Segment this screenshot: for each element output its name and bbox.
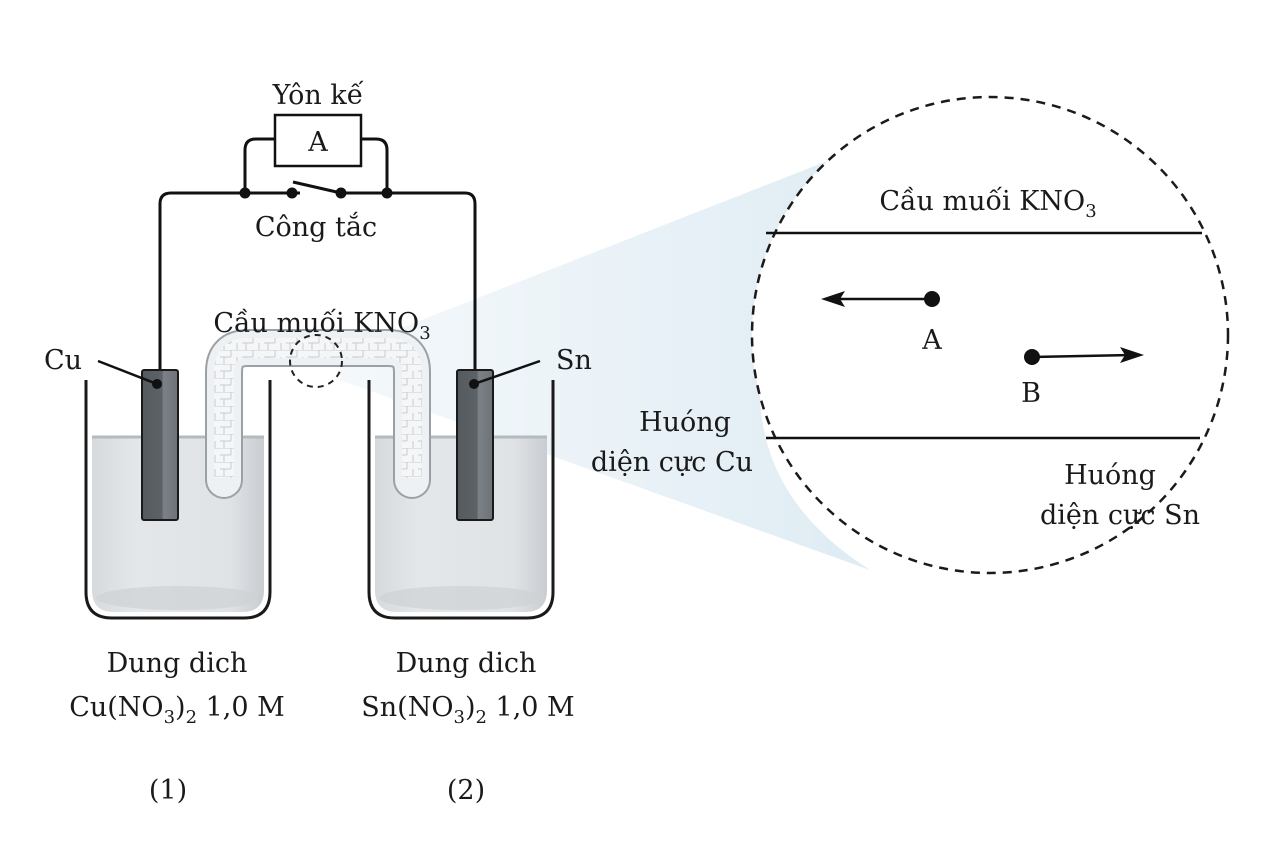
- beaker-1-wall: [84, 380, 272, 620]
- direction-sn-line2: diện cực Sn: [1040, 500, 1200, 531]
- meter-box: [273, 113, 363, 168]
- beaker-2-number: (2): [447, 775, 485, 806]
- sn-electrode-label: Sn: [556, 345, 592, 376]
- beaker-2-caption-line1: Dung dich: [396, 648, 537, 679]
- salt-bridge-label: Cầu muối KNO3: [213, 308, 430, 344]
- ion-b: B: [1021, 347, 1144, 409]
- arrow-left-icon: [821, 291, 845, 307]
- beaker-1-number: (1): [149, 775, 187, 806]
- switch-label: Công tắc: [255, 211, 377, 243]
- meter-symbol: A: [307, 127, 328, 158]
- switch-lever[interactable]: [292, 180, 342, 195]
- circuit-junctions: [239, 187, 393, 199]
- circuit-wires: [158, 137, 477, 375]
- cu-electrode-label: Cu: [44, 345, 82, 376]
- magnification-beam: [340, 160, 870, 570]
- beaker-1-caption-formula: Cu(NO3)2 1,0 M: [69, 692, 285, 728]
- voltmeter-label: Yôn kế: [272, 80, 364, 111]
- salt-bridge: [205, 329, 431, 499]
- magnified-region-marker: [289, 334, 343, 388]
- arrow-right-icon: [1120, 347, 1144, 363]
- magnified-view: Cầu muối KNO3 A B Huóng diện cực Cu Huón…: [591, 95, 1230, 575]
- ion-a-label: A: [921, 325, 942, 356]
- ion-a: A: [821, 291, 942, 356]
- direction-cu-line2: diện cực Cu: [591, 447, 753, 478]
- magnified-title: Cầu muối KNO3: [879, 186, 1096, 222]
- magnified-view-border: [750, 95, 1230, 575]
- cu-label-leader: [97, 359, 158, 386]
- cu-electrode: [141, 369, 179, 521]
- direction-sn-line1: Huóng: [1064, 460, 1156, 491]
- beaker-2-wall: [367, 380, 555, 620]
- beaker-2-caption-formula: Sn(NO3)2 1,0 M: [361, 692, 574, 728]
- direction-cu-line1: Huóng: [639, 407, 731, 438]
- ion-b-label: B: [1021, 378, 1041, 409]
- beaker-1-caption-line1: Dung dich: [107, 648, 248, 679]
- sn-label-leader: [473, 359, 541, 386]
- sn-electrode: [456, 369, 494, 521]
